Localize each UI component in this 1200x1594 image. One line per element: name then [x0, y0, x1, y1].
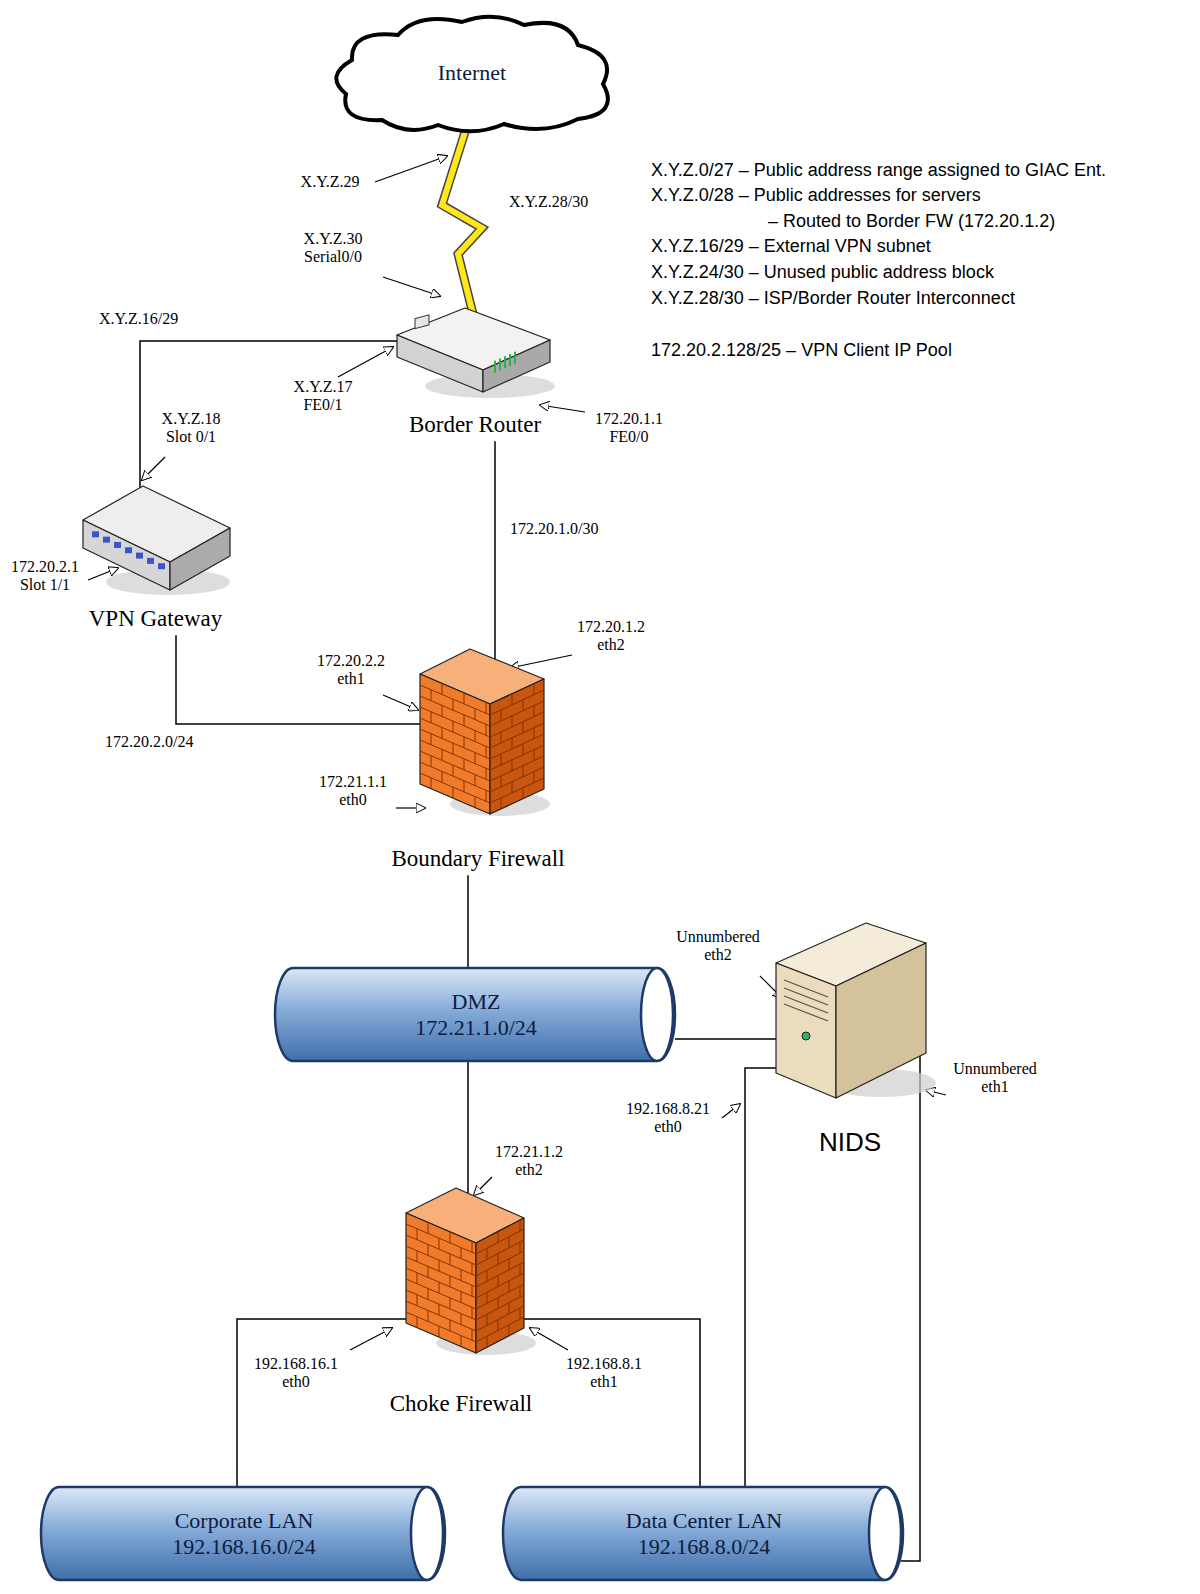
link-line: [467, 875, 469, 968]
router-icon-shape: [395, 300, 555, 400]
network-link: [140, 341, 397, 488]
router-icon-outline: [395, 300, 555, 400]
text-holder: Border Router: [409, 412, 541, 437]
address-note: X.Y.Z.0/28 – Public addresses for server…: [651, 186, 981, 206]
link-line: [524, 1319, 700, 1487]
subnet-label: X.Y.Z.16/29: [97, 310, 180, 328]
text-holder: Internet: [322, 8, 622, 138]
interface-label: X.Y.Z.18 Slot 0/1: [150, 410, 232, 445]
address-note: X.Y.Z.16/29 – External VPN subnet: [651, 237, 931, 257]
firewall-icon: Choke Firewall: [396, 1183, 526, 1355]
vpn-gateway-icon: VPN Gateway: [78, 478, 233, 598]
node-label: Data Center LAN 192.168.8.0/24: [613, 1508, 795, 1559]
router-icon: Border Router: [395, 300, 555, 400]
network-link: [468, 875, 469, 968]
interface-label: X.Y.Z.30 Serial0/0: [288, 230, 378, 265]
firewall-icon-outline: [396, 1183, 526, 1355]
text-holder: Choke Firewall: [390, 1391, 532, 1416]
text-holder: Boundary Firewall: [391, 846, 564, 871]
interface-label: X.Y.Z.17 FE0/1: [282, 378, 364, 413]
network-segment: DMZ 172.21.1.0/24: [275, 966, 677, 1063]
node-label: Boundary Firewall: [391, 846, 564, 871]
address-note: X.Y.Z.28/30 – ISP/Border Router Intercon…: [651, 289, 1015, 309]
node-label: NIDS: [819, 1128, 881, 1157]
subnet-label: 172.20.2.0/24: [103, 733, 195, 751]
interface-label: Unnumbered eth2: [668, 928, 768, 963]
node-label: Internet: [438, 60, 506, 85]
interface-label: 172.21.1.1 eth0: [312, 773, 394, 808]
interface-label: 172.21.1.2 eth2: [488, 1143, 570, 1178]
interface-label: X.Y.Z.29: [290, 173, 370, 191]
text-holder: DMZ 172.21.1.0/24: [275, 966, 677, 1063]
interface-label: Unnumbered eth1: [945, 1060, 1045, 1095]
network-link: [495, 441, 496, 660]
network-link: [675, 1039, 776, 1040]
address-note: X.Y.Z.0/27 – Public address range assign…: [651, 161, 1106, 181]
node-label: VPN Gateway: [89, 606, 223, 631]
firewall-icon-shape: [396, 1183, 526, 1355]
text-holder: NIDS: [819, 1128, 881, 1157]
text-holder: VPN Gateway: [89, 606, 223, 631]
node-label: Corporate LAN 192.168.16.0/24: [158, 1508, 330, 1559]
nids-server: NIDS: [766, 918, 934, 1100]
network-link: [237, 1319, 406, 1487]
network-link: [176, 635, 420, 724]
interface-label: 172.20.2.1 Slot 1/1: [4, 558, 86, 593]
node-label: DMZ 172.21.1.0/24: [396, 989, 556, 1040]
link-line: [901, 1056, 920, 1561]
network-segment: Data Center LAN 192.168.8.0/24: [503, 1485, 905, 1582]
link-outline: [442, 132, 482, 314]
interface-label: 192.168.8.1 eth1: [556, 1355, 652, 1390]
address-note: – Routed to Border FW (172.20.1.2): [768, 212, 1055, 232]
internet-cloud-shape: Internet: [322, 8, 622, 138]
link-line: [237, 1319, 406, 1487]
interface-label: 172.20.1.1 FE0/0: [588, 410, 670, 445]
firewall-icon-shape: [410, 644, 546, 816]
network-link: [901, 1056, 920, 1561]
interface-label: 192.168.16.1 eth0: [246, 1355, 346, 1390]
firewall-icon-outline: [410, 644, 546, 816]
node-label: Choke Firewall: [390, 1391, 532, 1416]
link-line: [745, 1068, 776, 1487]
vpn-gateway-icon-outline: [78, 478, 233, 598]
nids-server-shape: [766, 918, 934, 1100]
leader-arrows: [88, 156, 946, 1350]
nids-server-outline: [766, 918, 934, 1100]
text-holder: Corporate LAN 192.168.16.0/24: [41, 1485, 447, 1582]
text-holder: Data Center LAN 192.168.8.0/24: [503, 1485, 905, 1582]
link-line: [442, 132, 482, 314]
internet-cloud: Internet: [322, 8, 622, 138]
interface-label: 192.168.8.21 eth0: [618, 1100, 718, 1135]
network-link: [524, 1319, 700, 1487]
subnet-label: X.Y.Z.28/30: [507, 193, 590, 211]
network-link: [745, 1068, 776, 1487]
network-segment-shape: DMZ 172.21.1.0/24: [275, 966, 677, 1063]
network-segment: Corporate LAN 192.168.16.0/24: [41, 1485, 447, 1582]
link-line: [176, 635, 420, 724]
node-label: Border Router: [409, 412, 541, 437]
link-line: [675, 1038, 776, 1040]
network-segment-shape: Corporate LAN 192.168.16.0/24: [41, 1485, 447, 1582]
vpn-gateway-icon-shape: [78, 478, 233, 598]
wan-link: [442, 132, 482, 314]
address-note: X.Y.Z.24/30 – Unused public address bloc…: [651, 263, 994, 283]
network-segment-shape: Data Center LAN 192.168.8.0/24: [503, 1485, 905, 1582]
link-line: [494, 441, 496, 660]
subnet-label: 172.20.1.0/30: [508, 520, 600, 538]
firewall-icon: Boundary Firewall: [410, 644, 546, 816]
network-link: [468, 1061, 469, 1193]
link-line: [467, 1061, 469, 1193]
link-line: [140, 341, 397, 488]
interface-label: 172.20.1.2 eth2: [570, 618, 652, 653]
address-note: 172.20.2.128/25 – VPN Client IP Pool: [651, 341, 952, 361]
interface-label: 172.20.2.2 eth1: [310, 652, 392, 687]
